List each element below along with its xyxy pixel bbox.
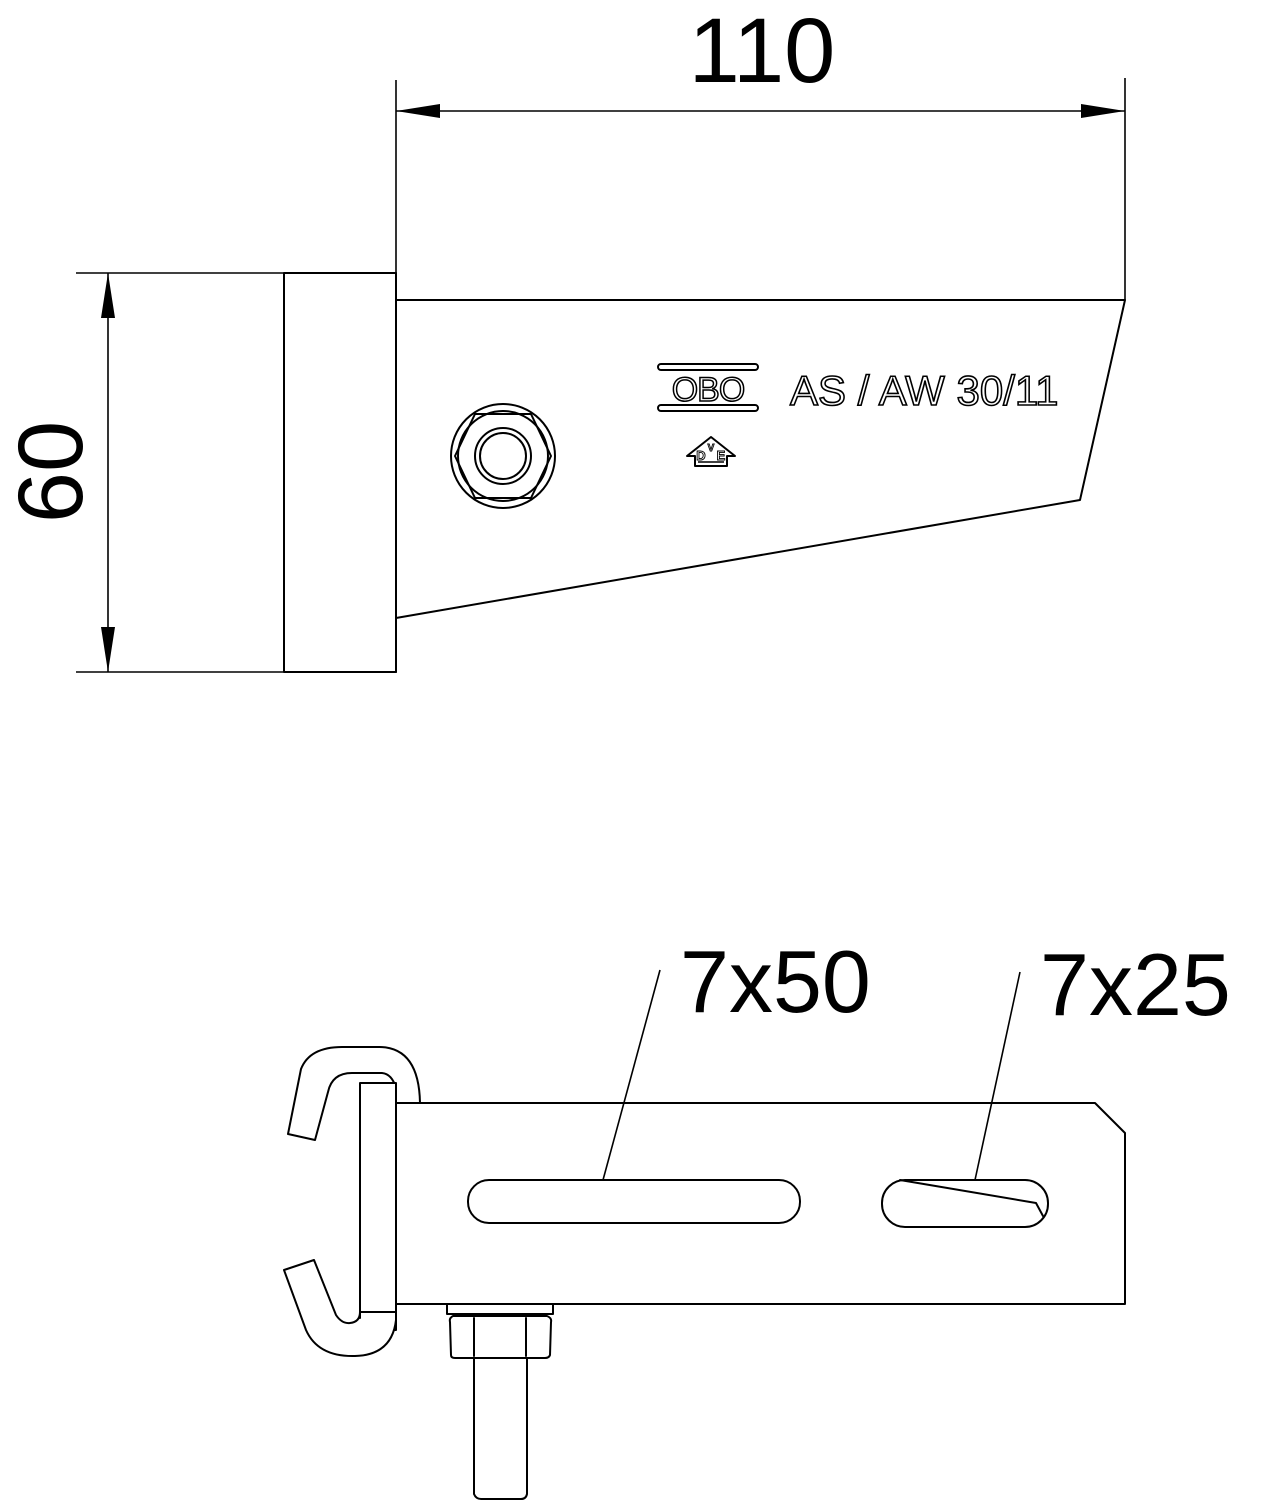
leader-line-long-slot xyxy=(602,969,661,1181)
hook-upper xyxy=(287,1045,421,1141)
bolt-inner-circle xyxy=(479,432,527,480)
arrow-left-icon xyxy=(396,104,440,118)
washer xyxy=(446,1303,554,1315)
hook-lower xyxy=(283,1259,397,1358)
width-dimension: 110 xyxy=(395,0,1126,300)
vde-mark-icon: D V E xyxy=(686,436,736,467)
arrow-up-icon xyxy=(101,273,115,318)
side-view: 7x50 7x25 xyxy=(283,932,1231,1500)
clamp-block xyxy=(283,272,397,673)
svg-text:V: V xyxy=(708,443,715,454)
height-dimension: 60 xyxy=(0,272,396,673)
arrow-right-icon xyxy=(1081,104,1125,118)
callout-label-short-slot: 7x25 xyxy=(1040,935,1231,1034)
logo-bar-bottom xyxy=(657,404,759,412)
nut-chamfer-circle xyxy=(457,410,549,502)
width-dimension-label: 110 xyxy=(689,0,836,102)
short-slot-edge xyxy=(899,1179,1044,1217)
hex-nut-side-icon xyxy=(448,1315,553,1359)
callout-label-long-slot: 7x50 xyxy=(680,932,871,1031)
bolt-shank xyxy=(473,1357,528,1500)
bracket-body-outline xyxy=(395,299,1126,619)
svg-text:D: D xyxy=(696,448,705,463)
product-code: AS / AW 30/11 xyxy=(790,367,1058,414)
long-slot xyxy=(467,1179,801,1224)
arrow-down-icon xyxy=(101,627,115,672)
short-slot xyxy=(881,1179,1049,1228)
bolt-outer-circle xyxy=(474,427,532,485)
height-dimension-label: 60 xyxy=(0,421,102,523)
vde-house-shape xyxy=(686,436,736,467)
brand-logo-text: OBO xyxy=(672,371,745,409)
hex-nut-top xyxy=(450,403,556,509)
bolt-assembly xyxy=(446,1303,554,1500)
top-view: 110 60 OBO AS xyxy=(0,0,1126,673)
bracket-bar xyxy=(395,1102,1126,1305)
clamp-plate xyxy=(359,1082,397,1331)
obo-logo: OBO xyxy=(657,363,759,412)
svg-text:E: E xyxy=(717,448,726,463)
leader-line-short-slot xyxy=(974,971,1021,1181)
washer-outer-circle xyxy=(450,403,556,509)
logo-bar-top xyxy=(657,363,759,371)
hook-clamp xyxy=(283,1045,421,1358)
hex-nut-icon xyxy=(454,413,552,499)
